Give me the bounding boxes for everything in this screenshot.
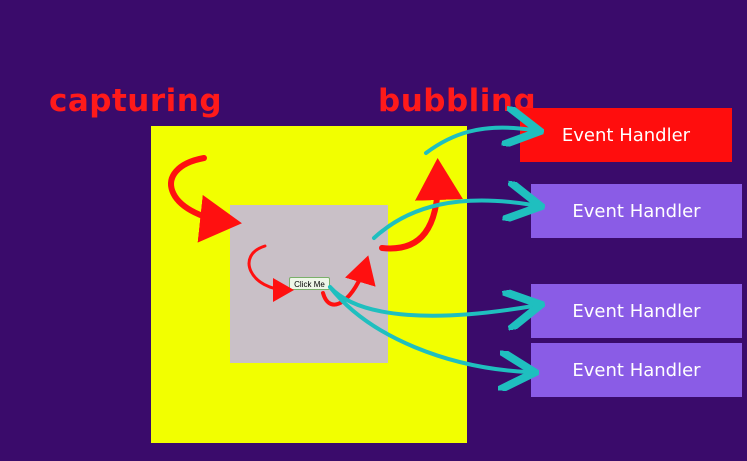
click-me-button[interactable]: Click Me bbox=[289, 277, 330, 290]
event-handler-button-1[interactable]: Event Handler bbox=[531, 284, 742, 338]
event-handler-outer-box[interactable]: Event Handler bbox=[520, 108, 732, 162]
event-handler-button-2[interactable]: Event Handler bbox=[531, 343, 742, 397]
bubbling-label: bubbling bbox=[378, 83, 537, 119]
event-handler-inner-box[interactable]: Event Handler bbox=[531, 184, 742, 238]
capturing-label: capturing bbox=[49, 83, 223, 119]
